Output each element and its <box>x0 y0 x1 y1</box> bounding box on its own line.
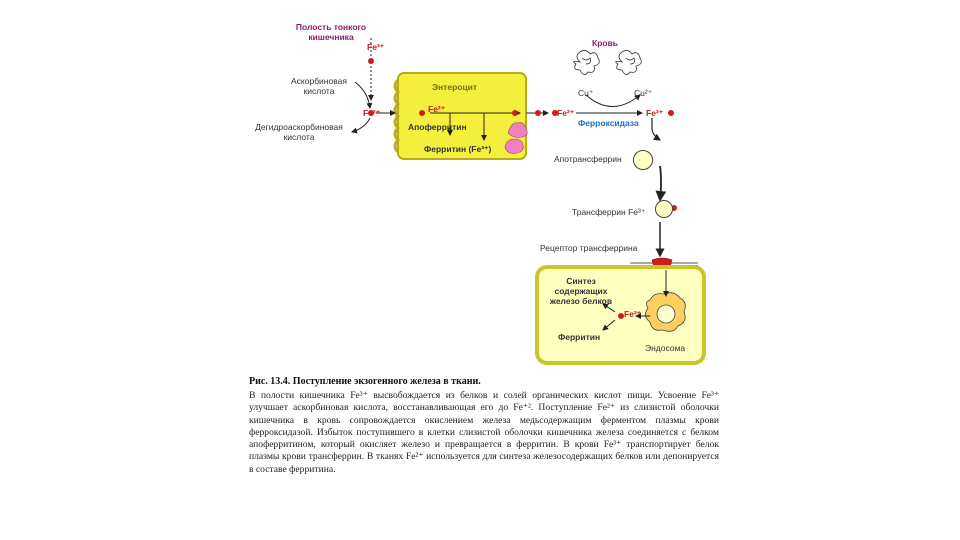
fe3-cell-label: Fe³⁺ <box>624 309 642 319</box>
fe-dot-top <box>368 58 374 64</box>
dehydroascorbic-label: Дегидроаскорбиновая кислота <box>255 122 343 142</box>
fe-dot-blood-3 <box>668 110 674 116</box>
blood-label: Кровь <box>592 38 619 48</box>
fe3-blood-label: Fe³⁺ <box>646 108 664 118</box>
apotransferrin-circle <box>633 150 653 170</box>
transferrin-label: Трансферрин Fe³⁺ <box>572 207 646 217</box>
caption-body: В полости кишечника Fe³⁺ высвобождается … <box>249 390 719 475</box>
fe-dot-blood-2 <box>552 110 558 116</box>
fe-dot-cell <box>618 313 624 319</box>
fe-dot-left <box>368 110 374 116</box>
caption-title: Рис. 13.4. Поступление экзогенного желез… <box>249 376 481 387</box>
fe-dot-transferrin <box>671 205 677 211</box>
fe2-inside-label: Fe²⁺ <box>428 104 446 114</box>
fe-dot-enterocyte-out <box>512 110 518 116</box>
transferrin-circle <box>655 200 673 218</box>
apotransferrin-label: Апотрансферрин <box>554 154 622 164</box>
ferritin-fe3-label: Ферритин (Fe³⁺) <box>424 144 492 154</box>
fe-dot-enterocyte-in <box>419 110 425 116</box>
receptor-label: Рецептор трансферрина <box>540 243 638 253</box>
enterocyte-label: Энтероцит <box>432 82 478 92</box>
intestine-cavity-label: Полость тонкого кишечника <box>295 22 367 42</box>
fe-dot-blood-1 <box>535 110 541 116</box>
fe3-top-label: Fe³⁺ <box>367 42 385 52</box>
brush-border <box>393 78 401 154</box>
ferritin-label: Ферритин <box>558 332 601 342</box>
figure-caption: Рис. 13.4. Поступление экзогенного желез… <box>249 376 719 476</box>
fe2-left-label: Fe²⁺ <box>363 108 381 118</box>
synthesis-label: Синтез содержащих железо белков <box>549 276 613 306</box>
cu-left-label: Cu⁺ <box>578 88 594 98</box>
fe2-blood-label: Fe²⁺ <box>557 108 575 118</box>
ferroxidase-label: Ферроксидаза <box>578 118 639 128</box>
endosome-label: Эндосома <box>645 343 686 353</box>
ascorbic-label: Аскорбиновая кислота <box>291 76 347 96</box>
cu-right-label: Cu²⁺ <box>634 88 653 98</box>
apoferritin-label: Апоферритин <box>408 122 467 132</box>
